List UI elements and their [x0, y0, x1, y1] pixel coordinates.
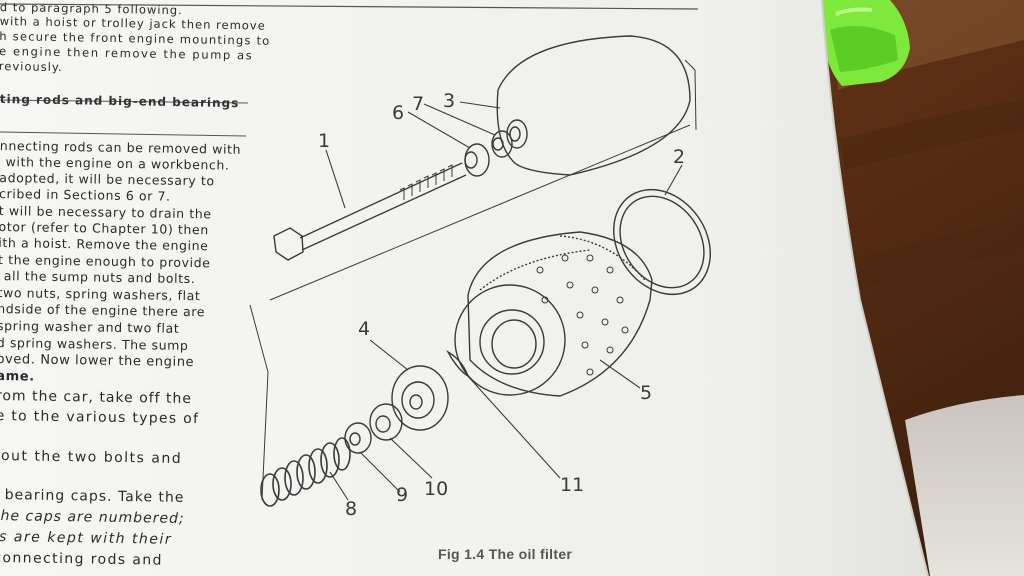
callout-7: 7 — [412, 93, 425, 115]
callout-4: 4 — [358, 318, 371, 340]
callout-10: 10 — [424, 478, 449, 500]
spring-part — [260, 437, 351, 507]
green-lighter — [815, 0, 910, 86]
callout-6: 6 — [392, 102, 405, 124]
washer-9 — [344, 422, 372, 454]
callout-9: 9 — [396, 484, 409, 506]
callout-3: 3 — [443, 90, 456, 112]
filter-element — [454, 231, 653, 397]
washer-10 — [369, 403, 403, 441]
floor-surface — [905, 395, 1024, 576]
callout-2: 2 — [673, 146, 686, 168]
callout-8: 8 — [345, 498, 358, 520]
callout-5: 5 — [640, 382, 653, 404]
callout-1: 1 — [318, 130, 331, 152]
manual-page — [0, 0, 928, 576]
figure-caption: Fig 1.4 The oil filter — [438, 546, 573, 562]
bolt-part — [273, 162, 467, 261]
filter-bowl — [496, 35, 691, 176]
sealing-ring — [613, 188, 711, 296]
washer-7 — [491, 130, 513, 158]
callout-11: 11 — [560, 474, 585, 496]
pressure-plate — [391, 365, 449, 431]
